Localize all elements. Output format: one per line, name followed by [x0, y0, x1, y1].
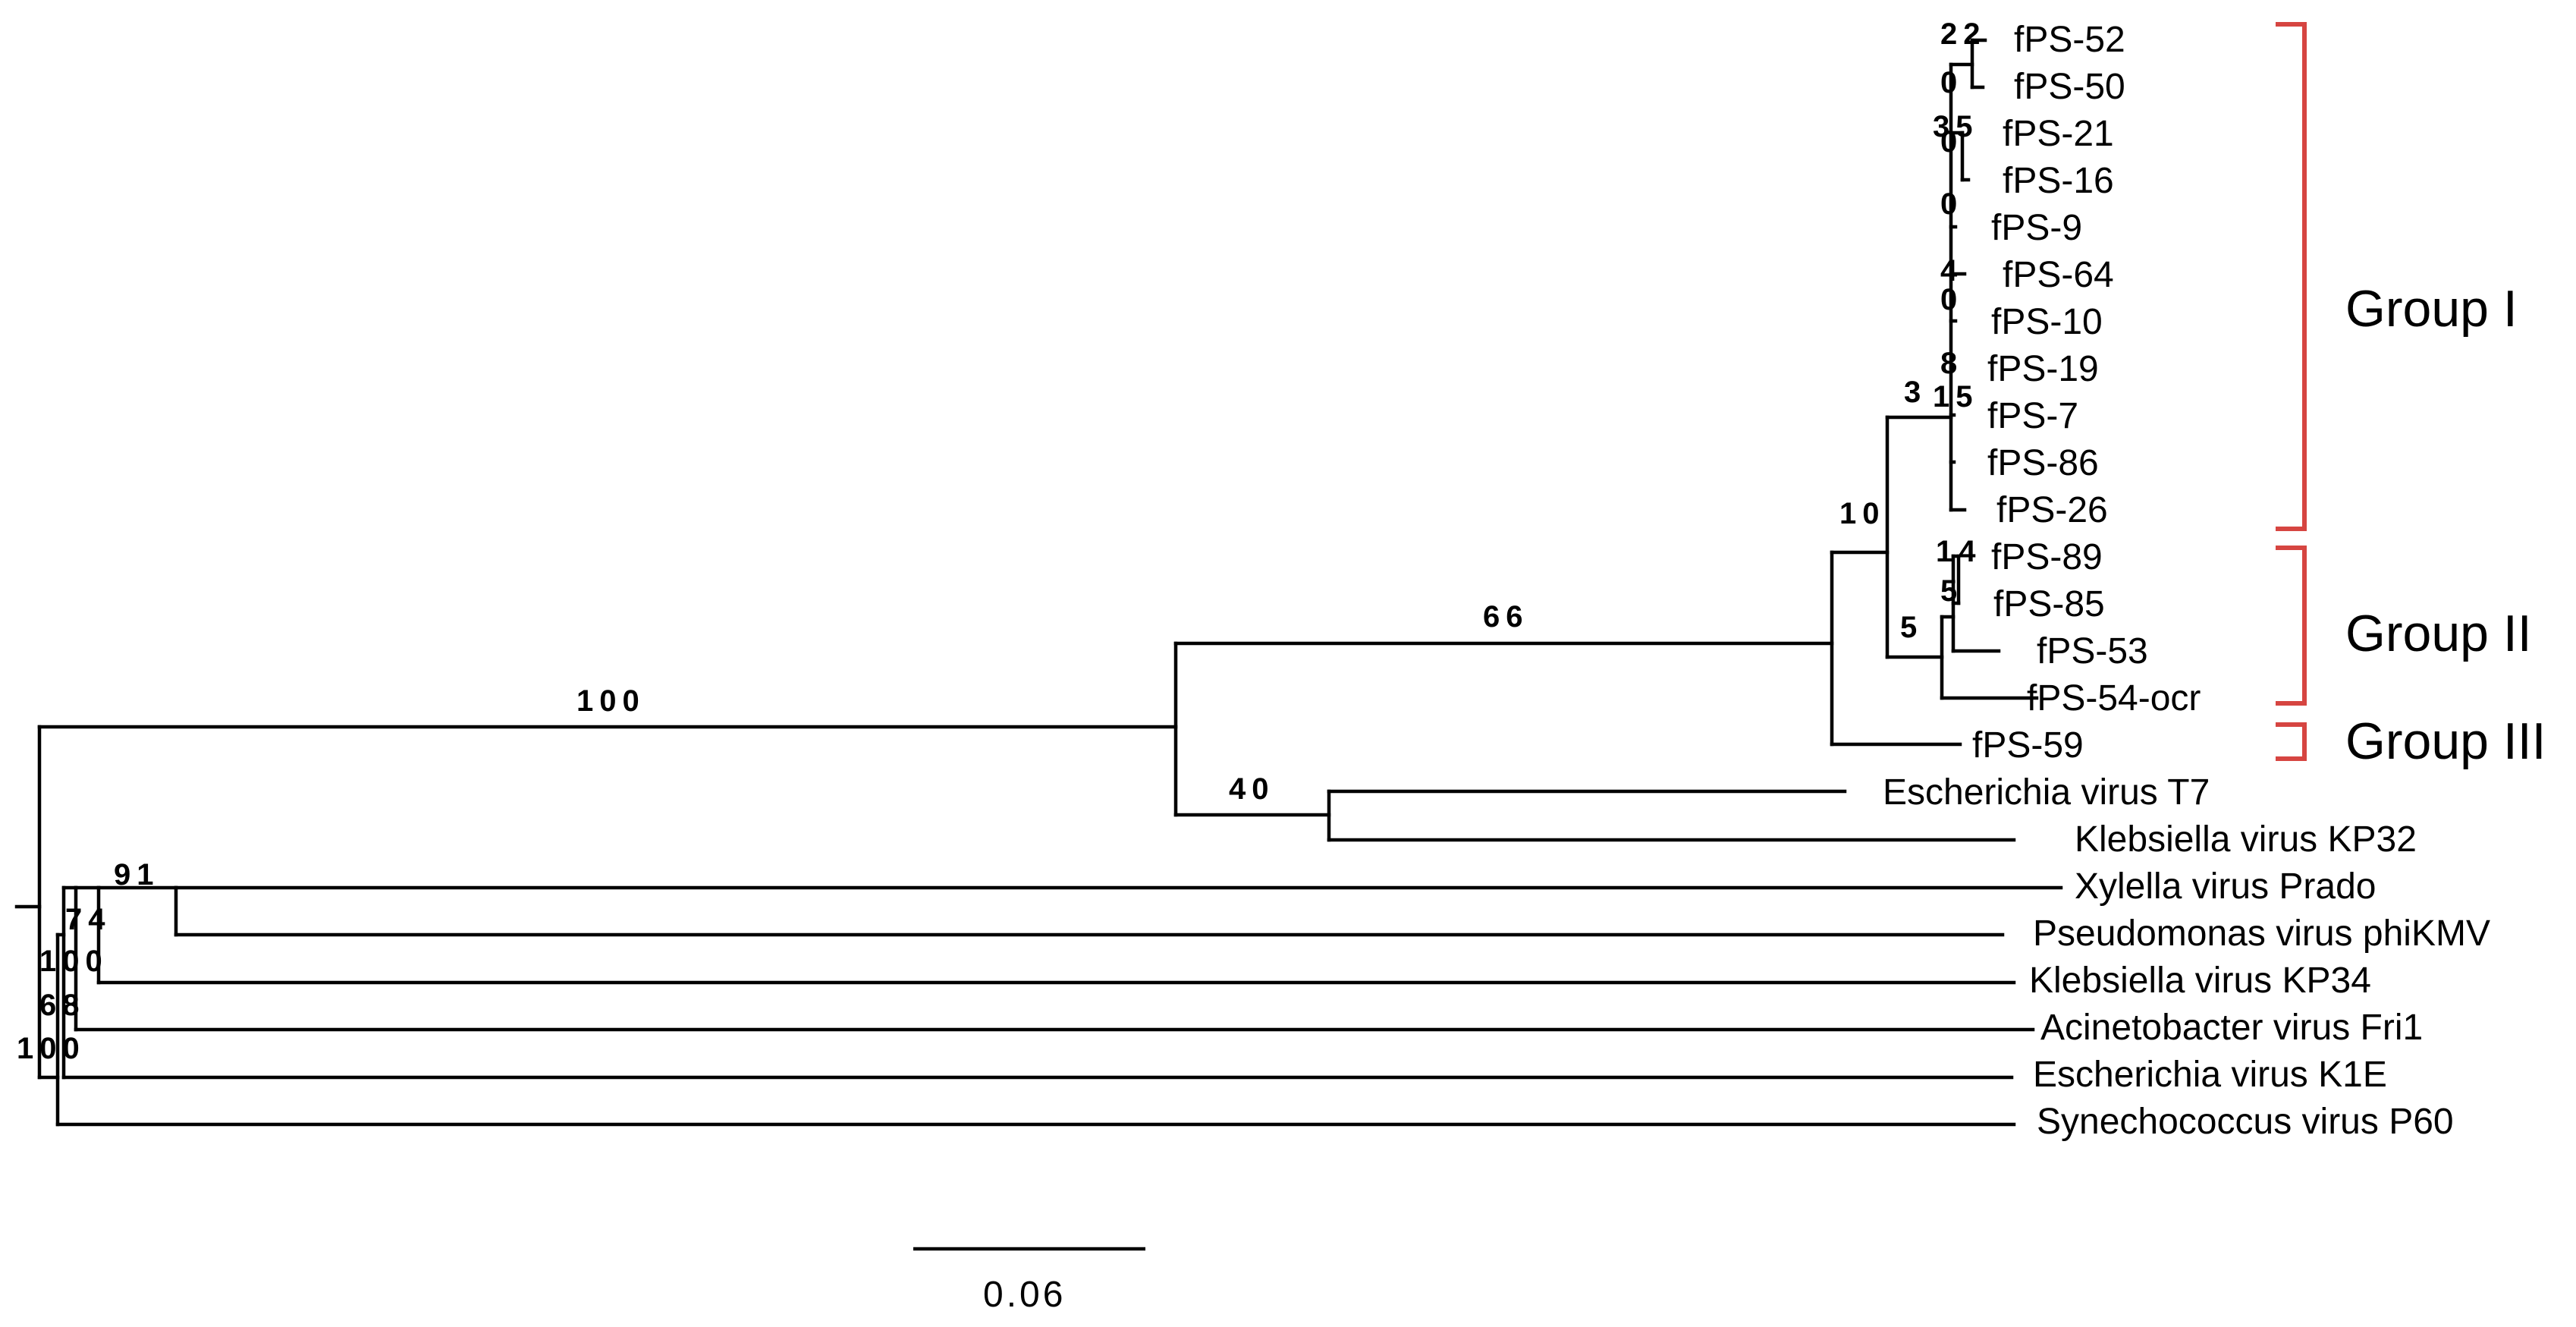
- leaf-label: fPS-64: [2003, 255, 2114, 295]
- group-1-bracket: [2276, 22, 2307, 531]
- group-2-bracket: [2276, 546, 2307, 706]
- leaf-label: fPS-19: [1987, 349, 2099, 389]
- support-value: 22: [1940, 17, 1987, 51]
- support-value: 74: [65, 903, 112, 936]
- leaf-label: fPS-50: [2014, 67, 2125, 107]
- support-value: 5: [1900, 611, 1923, 644]
- leaf-label: fPS-85: [1993, 584, 2105, 624]
- leaf-label: fPS-10: [1991, 302, 2103, 342]
- support-value: 35: [1933, 110, 1979, 143]
- support-value: 14: [1936, 535, 1982, 568]
- leaf-label: fPS-7: [1987, 396, 2078, 436]
- support-values: 22 0 35 0 0 4 0 8 3 15 10 14 5 5 66 100 …: [17, 17, 1987, 1065]
- leaf-label: fPS-26: [1996, 490, 2108, 530]
- support-value: 100: [17, 1032, 86, 1065]
- leaf-label: Klebsiella virus KP34: [2029, 961, 2371, 1001]
- leaf-label: fPS-59: [1972, 725, 2084, 766]
- leaf-label: fPS-52: [2014, 20, 2125, 60]
- support-value: 10: [1839, 497, 1886, 530]
- group-1-label: Group I: [2345, 280, 2518, 338]
- leaf-label: Acinetobacter virus Fri1: [2040, 1008, 2423, 1048]
- leaf-label: fPS-54-ocr: [2027, 678, 2201, 719]
- group-2-label: Group II: [2345, 605, 2532, 662]
- support-value: 0: [1940, 66, 1963, 99]
- leaf-labels: fPS-52 fPS-50 fPS-21 fPS-16 fPS-9 fPS-64…: [1883, 20, 2490, 1142]
- support-value: 5: [1940, 574, 1963, 608]
- support-value: 15: [1933, 380, 1979, 414]
- support-value: 4: [1940, 254, 1963, 288]
- leaf-label: Xylella virus Prado: [2075, 866, 2377, 907]
- leaf-label: fPS-21: [2003, 114, 2114, 154]
- support-value: 100: [576, 684, 646, 718]
- leaf-label: Escherichia virus K1E: [2033, 1055, 2387, 1095]
- support-value: 8: [1940, 347, 1963, 380]
- scale-bar: 0.06: [913, 1247, 1145, 1315]
- leaf-label: fPS-53: [2037, 631, 2148, 671]
- leaf-label: Synechococcus virus P60: [2037, 1102, 2454, 1142]
- support-value: 40: [1229, 772, 1275, 806]
- support-value: 3: [1904, 376, 1927, 409]
- group-3-label: Group III: [2345, 712, 2546, 770]
- scale-bar-label: 0.06: [983, 1275, 1066, 1315]
- leaf-label: Klebsiella virus KP32: [2075, 819, 2417, 860]
- support-value: 91: [114, 858, 160, 891]
- support-value: 0: [1940, 187, 1963, 221]
- support-value: 0: [1940, 283, 1963, 316]
- tree-branches: [14, 38, 2063, 1127]
- leaf-label: fPS-89: [1991, 537, 2103, 577]
- support-value: 100: [39, 945, 108, 978]
- leaf-label: fPS-9: [1991, 208, 2082, 248]
- group-brackets: Group I Group II Group III: [2276, 22, 2546, 770]
- group-3-bracket: [2276, 722, 2307, 761]
- leaf-label: fPS-86: [1987, 443, 2099, 483]
- leaf-label: Escherichia virus T7: [1883, 772, 2210, 813]
- leaf-label: Pseudomonas virus phiKMV: [2033, 913, 2490, 954]
- support-value: 66: [1483, 600, 1529, 634]
- support-value: 68: [39, 989, 86, 1022]
- support-value: 0: [1940, 125, 1963, 159]
- leaf-label: fPS-16: [2003, 161, 2114, 201]
